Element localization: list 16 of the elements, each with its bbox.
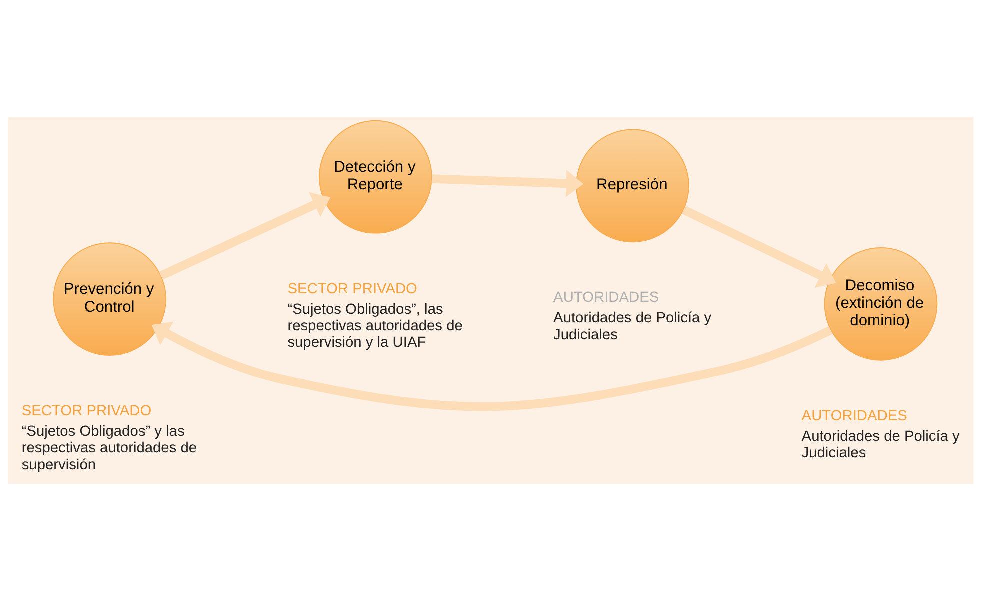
arrow xyxy=(152,322,833,412)
node-label: Autoridades de Policía y Judiciales xyxy=(802,428,960,462)
arrow xyxy=(159,192,331,280)
node-circle: Detección y Reporte xyxy=(318,120,432,234)
node-circle: Decomiso (extinción de dominio) xyxy=(824,247,938,361)
arrow xyxy=(432,170,584,198)
node-label: Autoridades de Policía y Judiciales xyxy=(554,310,712,344)
node-label: AUTORIDADES xyxy=(802,408,908,424)
node-label: SECTOR PRIVADO xyxy=(22,404,152,420)
node-label: SECTOR PRIVADO xyxy=(288,281,418,298)
node-label: “Sujetos Obligados”, las respectivas autoridades de supervisión y la UIAF xyxy=(288,302,463,352)
node-label: AUTORIDADES xyxy=(554,290,660,306)
node-circle: Represión xyxy=(576,129,690,243)
node-label: “Sujetos Obligados” y las respectivas autoridades de supervisión xyxy=(22,424,198,474)
node-circle: Prevención y Control xyxy=(53,242,167,356)
arrow xyxy=(682,206,836,288)
